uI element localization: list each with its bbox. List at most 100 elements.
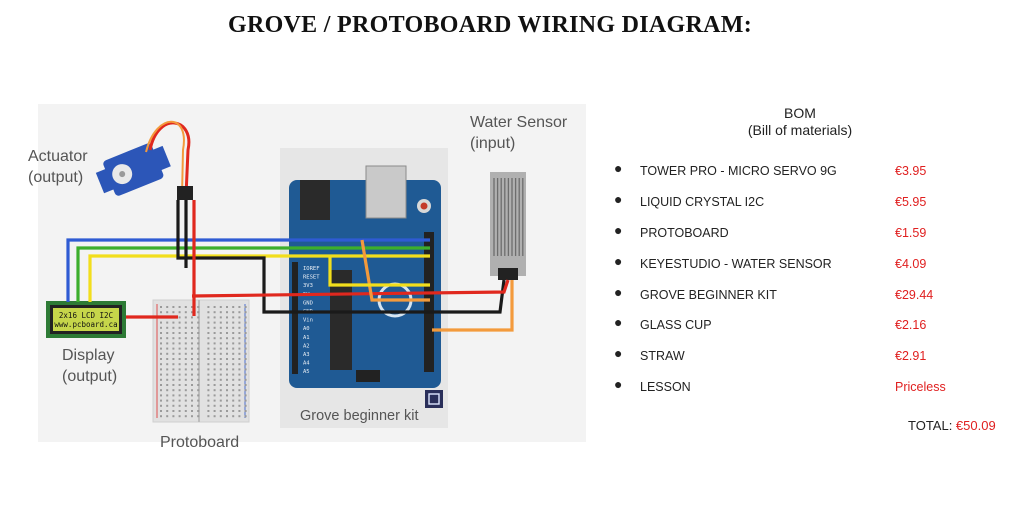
protoboard-hole [160, 384, 162, 386]
protoboard-hole [178, 399, 181, 402]
protoboard-hole [207, 306, 210, 308]
bom-item-name: TOWER PRO - MICRO SERVO 9G [640, 164, 837, 178]
protoboard-hole [219, 415, 222, 418]
lcd-line-1: 2x16 LCD I2C [59, 311, 113, 320]
protoboard-hole [238, 316, 241, 319]
protoboard-hole [184, 342, 187, 345]
protoboard-hole [232, 306, 235, 308]
protoboard-hole [172, 368, 175, 371]
protoboard-hole [197, 389, 200, 392]
protoboard-hole [166, 410, 169, 412]
protoboard-hole [166, 337, 169, 340]
protoboard-hole [238, 368, 241, 371]
bom-item: ● TOWER PRO - MICRO SERVO 9G €3.95 [610, 160, 970, 193]
protoboard-hole [213, 311, 216, 314]
protoboard-hole [238, 404, 241, 407]
protoboard-hole [172, 321, 175, 324]
protoboard-hole [238, 358, 241, 360]
protoboard-hole [197, 316, 200, 319]
protoboard-hole [244, 342, 247, 345]
protoboard-hole [244, 316, 247, 319]
right-header [424, 232, 434, 372]
board-pin-label: 3V3 [303, 283, 313, 289]
protoboard-hole [213, 404, 216, 407]
protoboard-hole [232, 337, 235, 340]
chip-icon [425, 390, 443, 408]
protoboard-hole [197, 368, 200, 371]
protoboard-hole [184, 410, 187, 412]
protoboard-hole [197, 347, 200, 350]
protoboard-hole [226, 404, 228, 407]
protoboard-hole [226, 337, 228, 340]
protoboard-hole [172, 399, 175, 402]
protoboard-hole [238, 394, 241, 397]
protoboard-hole [213, 352, 216, 355]
protoboard-hole [191, 404, 193, 407]
lcd-line-2: www.pcboard.ca [54, 320, 117, 329]
protoboard-hole [178, 358, 181, 360]
protoboard-hole [219, 311, 222, 314]
bom-item-name: GLASS CUP [640, 318, 712, 333]
protoboard-hole [219, 347, 222, 350]
protoboard-hole [207, 378, 210, 381]
protoboard-hole [197, 394, 200, 397]
protoboard-hole [226, 394, 228, 397]
protoboard-hole [160, 389, 162, 392]
protoboard-hole [244, 415, 247, 418]
protoboard-hole [226, 384, 228, 386]
protoboard-hole [238, 326, 241, 329]
protoboard-hole [219, 321, 222, 324]
protoboard-hole [197, 337, 200, 340]
protoboard-hole [244, 373, 247, 376]
label-display-io: (output) [62, 368, 117, 385]
protoboard-hole [244, 358, 247, 360]
board-pin-label: A0 [303, 326, 310, 332]
protoboard-hole [244, 306, 247, 308]
protoboard-hole [178, 410, 181, 412]
protoboard-hole [219, 368, 222, 371]
wire-orange-sensor [432, 280, 514, 332]
board-pin-label: A3 [303, 352, 310, 358]
protoboard-hole [178, 337, 181, 340]
protoboard-hole [244, 399, 247, 402]
protoboard-hole [166, 384, 169, 386]
protoboard-hole [232, 332, 235, 334]
protoboard-hole [244, 352, 247, 355]
protoboard-hole [166, 358, 169, 360]
protoboard-hole [184, 389, 187, 392]
protoboard-hole [219, 389, 222, 392]
protoboard-hole [172, 404, 175, 407]
protoboard-hole [178, 316, 181, 319]
protoboard-hole [219, 337, 222, 340]
bom-item: ● LESSON Priceless [610, 376, 970, 409]
lcd-display: 2x16 LCD I2C www.pcboard.ca [46, 301, 126, 338]
protoboard-hole [213, 326, 216, 329]
protoboard-hole [184, 384, 187, 386]
protoboard-hole [166, 368, 169, 371]
protoboard-hole [166, 415, 169, 418]
bom-item-name: KEYESTUDIO - WATER SENSOR [640, 256, 832, 271]
protoboard-hole [184, 332, 187, 334]
protoboard-hole [191, 378, 193, 381]
protoboard-hole [184, 394, 187, 397]
protoboard-hole [184, 321, 187, 324]
protoboard-hole [207, 352, 210, 355]
bom-item-price: Priceless [895, 380, 946, 395]
protoboard-hole [232, 368, 235, 371]
protoboard-hole [184, 415, 187, 418]
protoboard-hole [178, 389, 181, 392]
protoboard-hole [213, 378, 216, 381]
wire-black-servo [176, 200, 506, 314]
protoboard-hole [197, 384, 200, 386]
protoboard-hole [166, 399, 169, 402]
protoboard-hole [160, 311, 162, 314]
protoboard-hole [213, 306, 216, 308]
servo-motor [95, 143, 171, 196]
protoboard-hole [166, 378, 169, 381]
protoboard-hole [160, 394, 162, 397]
protoboard-hole [238, 347, 241, 350]
protoboard [152, 299, 250, 423]
protoboard-hole [184, 352, 187, 355]
protoboard-hole [160, 373, 162, 376]
protoboard-hole [238, 332, 241, 334]
